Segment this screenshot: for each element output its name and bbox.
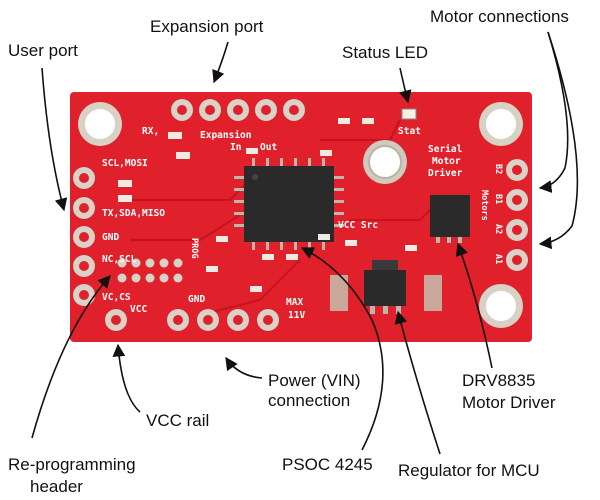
arrow-power [226, 358, 262, 378]
arrow-user-port [42, 68, 64, 210]
label-power-line2: connection [268, 391, 350, 410]
label-drv-line2: Motor Driver [462, 393, 556, 412]
silk-max: MAX [286, 297, 303, 308]
silk-tx-sda-miso: TX,SDA,MISO [102, 208, 165, 219]
silk-gnd-bottom: GND [188, 294, 205, 305]
silk-in: In [230, 142, 241, 153]
silk-gnd-left: GND [102, 232, 119, 243]
label-power-line1: Power (VIN) [268, 371, 361, 390]
label-user-port: User port [8, 41, 78, 60]
silk-out: Out [260, 142, 277, 153]
silk-rx: RX, [142, 126, 159, 137]
label-regulator: Regulator for MCU [398, 461, 540, 480]
arrow-motor-1 [540, 32, 568, 188]
expansion-header [170, 94, 305, 126]
silk-max-volt: 11V [288, 310, 305, 321]
label-motor-connections: Motor connections [430, 7, 569, 26]
silk-stat: Stat [398, 126, 421, 137]
label-reprog-line1: Re-programming [8, 455, 136, 474]
label-status-led: Status LED [342, 43, 428, 62]
silk-b2: B2 [493, 164, 503, 174]
silk-a1: A1 [493, 254, 503, 264]
arrow-vcc-rail [118, 345, 140, 412]
silk-motors: Motors [479, 190, 489, 221]
silk-nc-scl: NC,SCL [102, 254, 137, 265]
label-psoc: PSOC 4245 [282, 455, 373, 474]
silk-vcc-bottom: VCC [130, 304, 147, 315]
label-drv-line1: DRV8835 [462, 371, 535, 390]
silk-vcc-src: VCC Src [338, 220, 378, 231]
arrow-expansion-port [214, 42, 228, 82]
silk-driver: Driver [428, 168, 463, 179]
label-vcc-rail: VCC rail [146, 411, 209, 430]
silk-vc-cs: VC,CS [102, 292, 131, 303]
silk-scl-mosi: SCL,MOSI [102, 158, 148, 169]
silk-serial: Serial [428, 144, 463, 155]
silk-a2: A2 [493, 224, 503, 234]
silk-b1: B1 [493, 194, 503, 204]
silk-prog: PROG [189, 238, 199, 258]
silk-motor: Motor [432, 156, 461, 167]
arrow-motor-2 [540, 32, 577, 244]
label-expansion-port: Expansion port [150, 17, 264, 36]
label-reprog-line2: header [30, 477, 83, 496]
silk-expansion: Expansion [200, 130, 251, 141]
drv8835-chip [430, 195, 470, 243]
status-led [402, 109, 416, 119]
